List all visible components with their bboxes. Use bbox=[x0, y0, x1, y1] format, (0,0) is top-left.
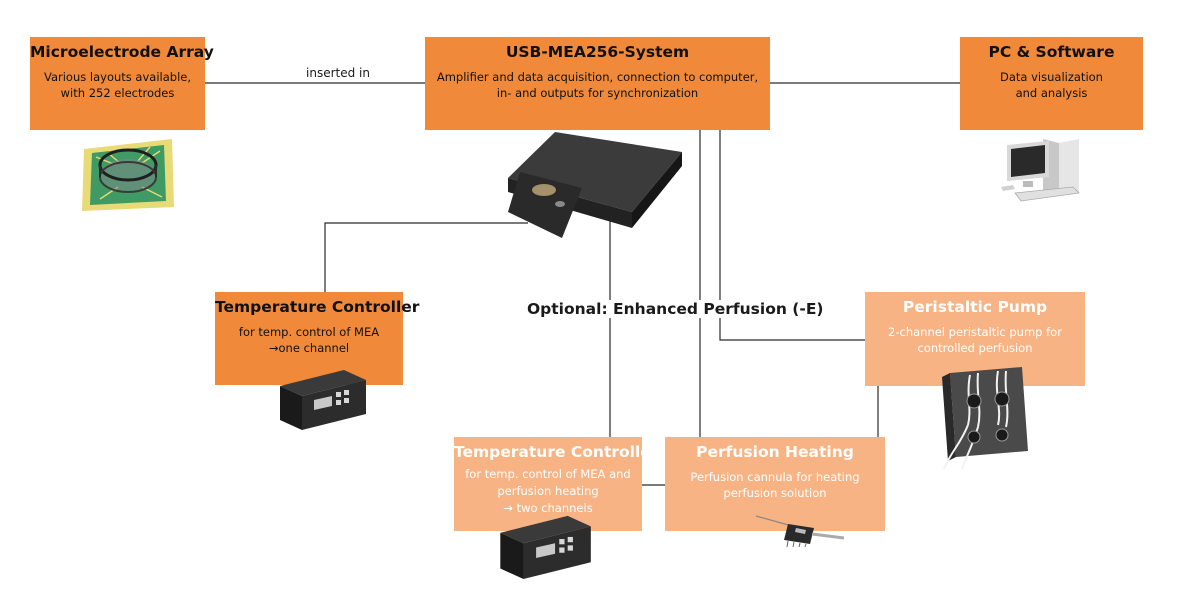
microelectrode-array-chip-icon bbox=[82, 139, 174, 211]
peristaltic-pump-icon bbox=[942, 367, 1028, 470]
node-microelectrode-array: Microelectrode Array Various layouts ava… bbox=[30, 37, 214, 130]
edge-usb-temp1 bbox=[324, 222, 528, 292]
temperature-controller-device-icon bbox=[280, 370, 366, 430]
perfusion-cannula-icon bbox=[755, 515, 845, 548]
node-title: PC & Software bbox=[988, 43, 1115, 61]
temperature-controller-device-icon bbox=[500, 515, 591, 580]
node-usb-mea256-system: USB-MEA256-System Amplifier and data acq… bbox=[425, 37, 770, 130]
node-description: 2-channel peristaltic pump for controlle… bbox=[888, 325, 1062, 355]
edge-usb-pump bbox=[719, 130, 865, 341]
node-title: Temperature Controller bbox=[454, 443, 659, 461]
optional-enhanced-perfusion-label: Optional: Enhanced Perfusion (-E) bbox=[524, 300, 827, 318]
node-title: Peristaltic Pump bbox=[902, 298, 1048, 316]
node-title: Perfusion Heating bbox=[696, 443, 854, 461]
node-temperature-controller-one-channel: Temperature Controller for temp. control… bbox=[215, 292, 420, 385]
node-description: Amplifier and data acquisition, connecti… bbox=[436, 70, 759, 100]
node-perfusion-heating: Perfusion Heating Perfusion cannula for … bbox=[665, 437, 885, 531]
node-title: Temperature Controller bbox=[215, 298, 420, 316]
desktop-computer-icon bbox=[1001, 139, 1080, 202]
node-description: Data visualization and analysis bbox=[1000, 70, 1103, 100]
node-description: Perfusion cannula for heating perfusion … bbox=[690, 470, 860, 500]
node-title: Microelectrode Array bbox=[30, 43, 214, 61]
usb-mea-amplifier-device-icon bbox=[508, 132, 682, 238]
node-description: for temp. control of MEA →one channel bbox=[238, 325, 380, 355]
node-pc-software: PC & Software Data visualization and ana… bbox=[960, 37, 1143, 130]
node-description: for temp. control of MEA and perfusion h… bbox=[465, 467, 631, 515]
node-temperature-controller-two-channels: Temperature Controller for temp. control… bbox=[454, 437, 659, 531]
edge-label-inserted-in: inserted in bbox=[306, 66, 370, 80]
node-title: USB-MEA256-System bbox=[505, 43, 690, 61]
node-peristaltic-pump: Peristaltic Pump 2-channel peristaltic p… bbox=[865, 292, 1085, 386]
node-description: Various layouts available, with 252 elec… bbox=[43, 70, 191, 100]
